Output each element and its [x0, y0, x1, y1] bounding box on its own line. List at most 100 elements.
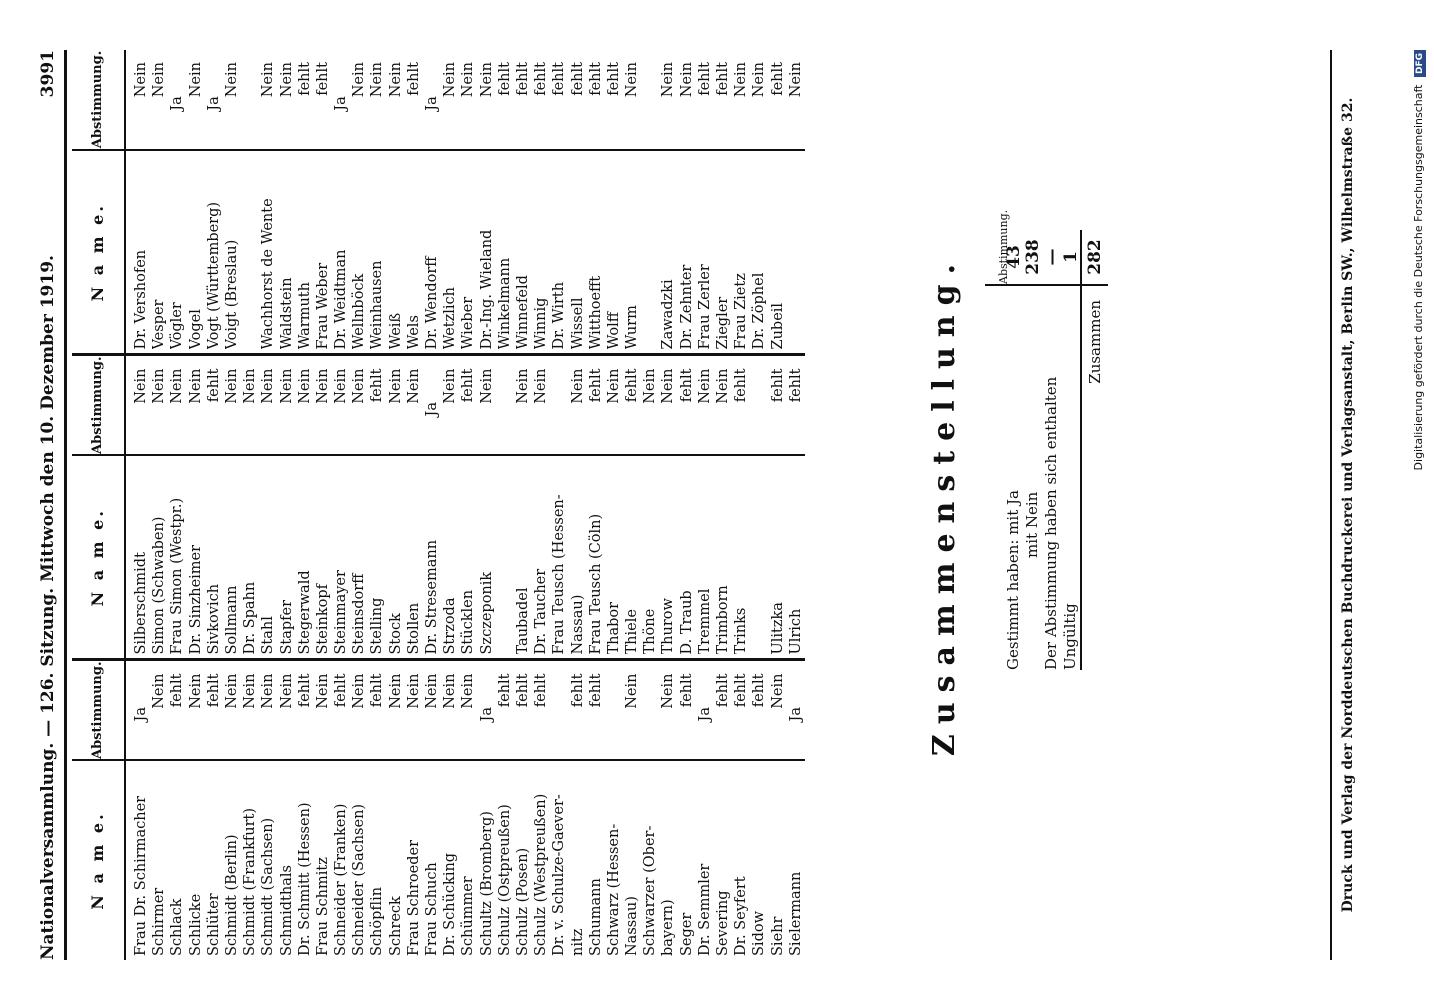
member-name: Nassau)	[569, 594, 586, 655]
member-vote: Ja	[424, 96, 440, 111]
member-vote: Nein	[369, 62, 386, 98]
member-vote: Nein	[478, 368, 495, 404]
member-vote: Nein	[514, 368, 531, 404]
member-name: Dr. Sinzheimer	[187, 544, 204, 655]
member-vote: Nein	[187, 673, 204, 709]
member-vote: Nein	[260, 62, 277, 98]
member-vote: Nein	[351, 62, 368, 98]
member-name	[750, 460, 768, 655]
member-name: Silberschmidt	[133, 552, 149, 655]
member-vote: Nein	[314, 368, 331, 404]
member-vote: fehlt	[314, 62, 331, 96]
member-name: Severing	[715, 890, 731, 956]
name-header: N a m e.	[72, 150, 125, 355]
member-name: Stapfer	[278, 599, 295, 655]
vote-column-1: Ja Nein fehlt Nein fehlt Nein Nein Nein Nein fehl…	[125, 660, 805, 760]
member-name: Vogel	[187, 309, 204, 350]
member-vote: Nein	[151, 673, 168, 709]
member-name: Wachhorst de Wente	[260, 198, 277, 350]
member-vote: Nein	[696, 368, 713, 404]
member-name: Dr. Zöphel	[751, 272, 768, 350]
member-name: Wels	[405, 315, 422, 350]
member-vote: fehlt	[733, 673, 750, 708]
member-name: Schmidthals	[278, 865, 295, 956]
member-vote: Nein	[460, 673, 477, 709]
member-vote: Nein	[387, 368, 404, 404]
member-vote: fehlt	[369, 368, 386, 403]
member-vote: Nein	[151, 368, 168, 404]
member-name: Waldstein	[278, 277, 295, 350]
vote-header: Abstimmung.	[72, 660, 125, 760]
member-name	[496, 460, 514, 655]
member-vote: Nein	[478, 62, 495, 98]
member-name: Ziegler	[715, 296, 731, 350]
member-vote: Nein	[660, 62, 677, 98]
member-vote: Nein	[624, 62, 641, 98]
member-name: Schultz (Bromberg)	[478, 811, 495, 956]
member-name: Winnig	[533, 297, 550, 350]
member-vote: fehlt	[587, 673, 604, 708]
member-vote: Ja	[787, 707, 804, 722]
member-vote: Nein	[660, 673, 677, 709]
member-name	[787, 155, 805, 350]
member-name	[241, 155, 259, 350]
member-vote: fehlt	[587, 368, 604, 403]
member-vote	[641, 666, 659, 756]
member-name: Schümmer	[460, 876, 477, 956]
member-vote: fehlt	[369, 673, 386, 708]
member-vote: Nein	[151, 62, 168, 98]
member-vote: Nein	[278, 673, 295, 709]
member-vote: fehlt	[514, 673, 531, 708]
member-name: Dr. Taucher	[533, 568, 550, 655]
member-name: Schulz (Posen)	[514, 847, 531, 956]
member-name: D. Traub	[678, 590, 695, 655]
member-vote: Nein	[442, 368, 459, 404]
summary-row-label: Gestimmt haben: mit Ja	[1004, 490, 1022, 670]
member-name: Voigt (Breslau)	[223, 239, 240, 350]
member-name: Simon (Schwaben)	[151, 516, 168, 655]
member-vote: fehlt	[496, 62, 513, 96]
member-name: Frau Dr. Schirmacher	[133, 795, 149, 956]
member-vote: fehlt	[333, 673, 350, 708]
summary-row-label: Der Abstimmung haben sich enthalten	[1042, 376, 1060, 670]
member-name: Szczeponik	[478, 571, 495, 655]
member-vote: Ja	[424, 402, 440, 417]
member-name: Thabor	[605, 601, 622, 655]
member-vote: Nein	[660, 368, 677, 404]
member-name: Witthoefft	[587, 275, 604, 350]
vote-table: N a m e. Abstimmung. N a m e. Abstimmung…	[72, 50, 805, 960]
member-vote: fehlt	[587, 62, 604, 96]
member-name: Strzoda	[442, 597, 459, 655]
member-name: Schirmer	[151, 887, 168, 956]
member-vote: fehlt	[533, 673, 550, 708]
member-name: Frau Schuch	[424, 862, 440, 956]
member-vote: fehlt	[769, 62, 786, 96]
member-vote: fehlt	[569, 62, 586, 96]
member-name: Dr. Semmler	[696, 863, 713, 956]
member-vote: fehlt	[514, 62, 531, 96]
member-name: Dr. Schmitt (Hessen)	[296, 802, 313, 956]
member-vote: Nein	[223, 62, 240, 98]
page-header: Nationalversammlung. — 126. Sitzung. Mit…	[30, 50, 66, 960]
member-vote: Nein	[351, 368, 368, 404]
member-name: Sivkovich	[205, 583, 222, 655]
member-name: Dr. Seyfert	[733, 876, 750, 956]
member-vote	[550, 361, 568, 451]
member-vote: fehlt	[296, 62, 313, 96]
member-name: Vögler	[169, 302, 186, 350]
member-vote: Nein	[569, 368, 586, 404]
member-vote: fehlt	[569, 673, 586, 708]
member-vote: Nein	[260, 368, 277, 404]
member-vote: Nein	[242, 368, 259, 404]
summary-total-value: 282	[1082, 230, 1108, 286]
member-vote: Nein	[133, 62, 149, 98]
member-vote: Nein	[187, 368, 204, 404]
member-vote: fehlt	[405, 62, 422, 96]
summary-row-label: Ungültig	[1061, 603, 1079, 670]
member-name: Frau Zietz	[733, 273, 750, 350]
member-vote: Nein	[624, 673, 641, 709]
member-vote: Nein	[278, 368, 295, 404]
member-vote: Nein	[678, 62, 695, 98]
